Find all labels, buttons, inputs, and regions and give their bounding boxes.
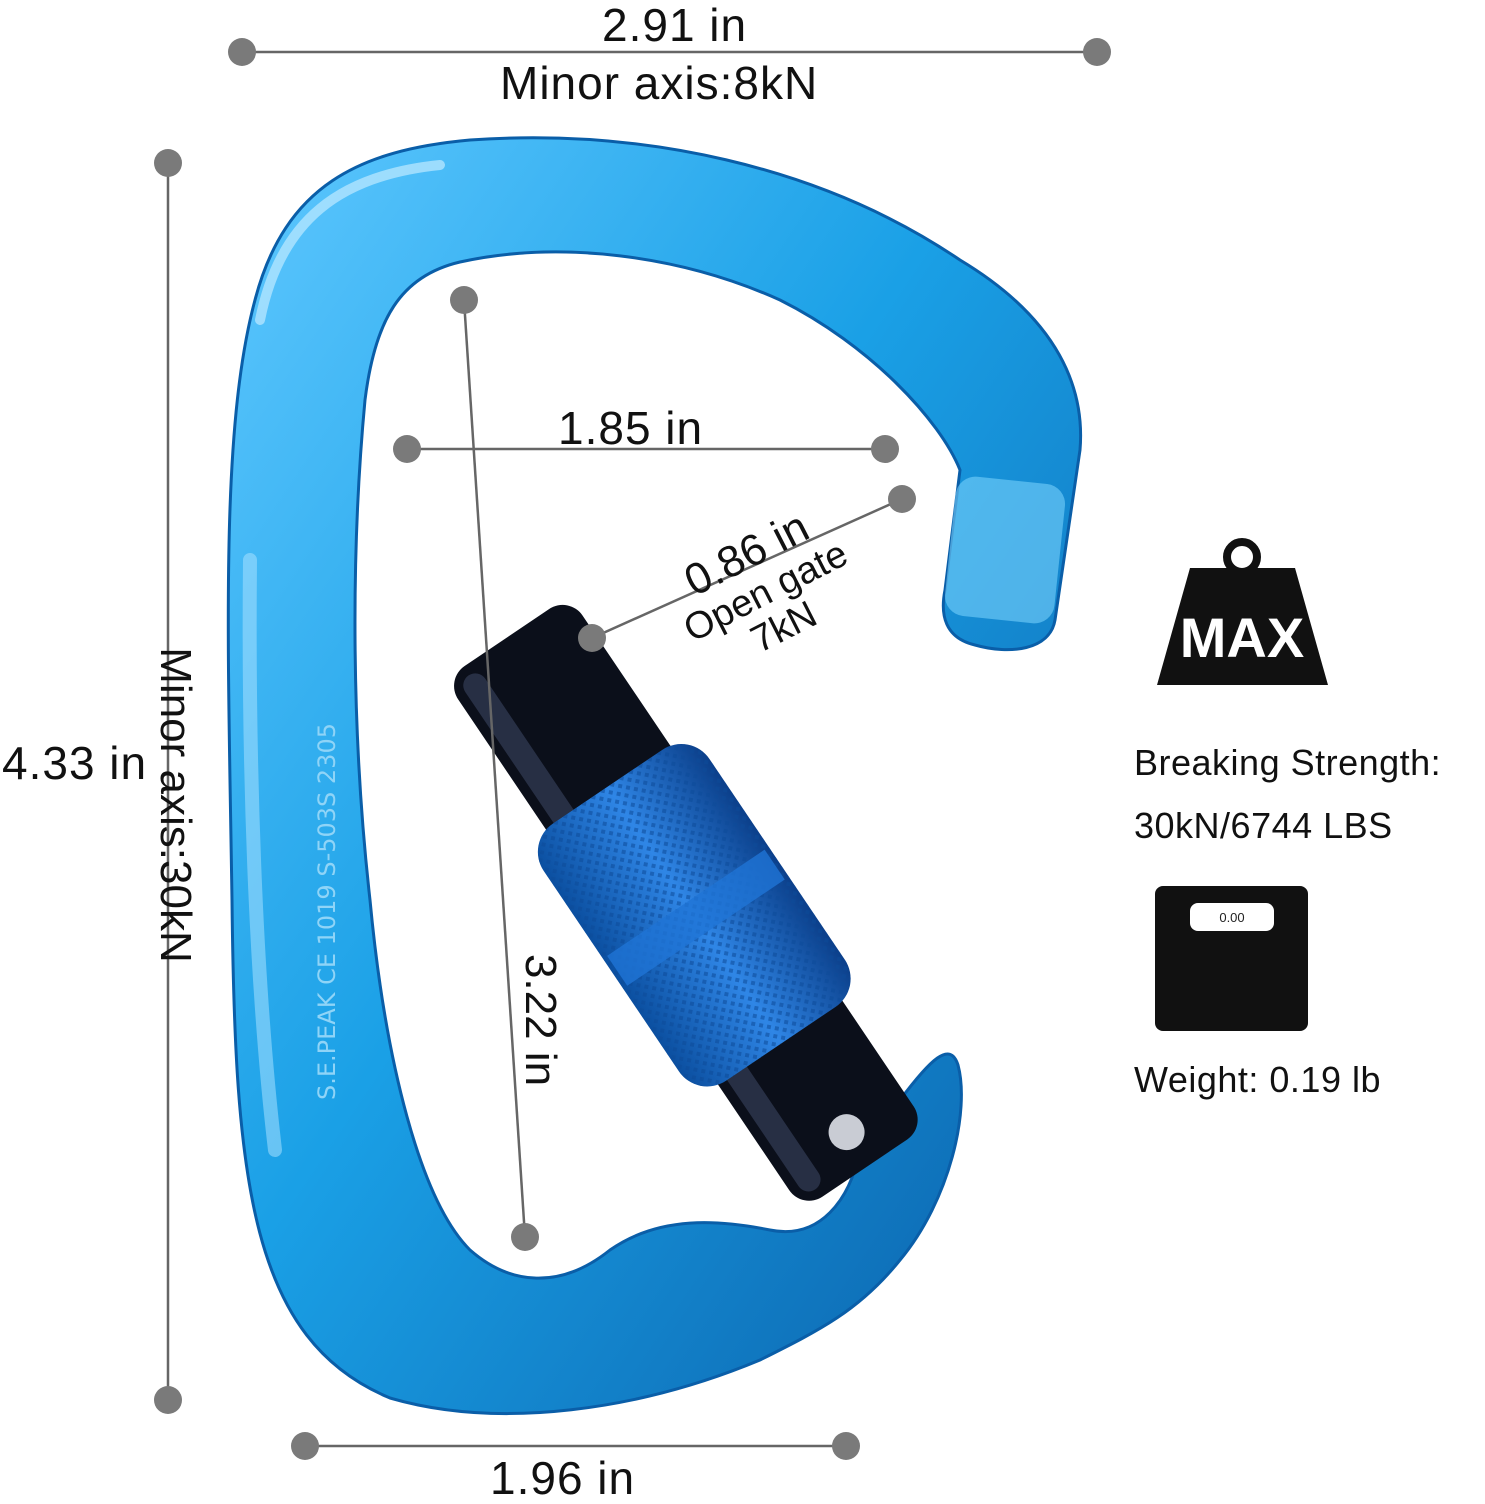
bottom-width-label: 1.96 in [490,1452,636,1504]
vertical-strength-label: Minor axis:30kN [151,647,200,963]
top-width-label: 2.91 in [602,0,748,51]
carabiner-body: S.E.PEAK CE 1019 S-503S 2305 [226,136,1083,1415]
breaking-strength-label: Breaking Strength: [1134,742,1442,783]
top-strength-label: Minor axis:8kN [500,57,819,109]
weight-label: Weight: 0.19 lb [1134,1059,1381,1100]
max-label: MAX [1180,606,1304,669]
screw-gate [454,604,918,1201]
scale-icon: 0.00 [1155,886,1308,1031]
inner-length-label: 3.22 in [516,953,565,1087]
dimension-lines [166,50,1097,1448]
height-label: 4.33 in [2,737,148,789]
dimension-markers [154,38,1111,1460]
scale-display: 0.00 [1219,910,1244,925]
engraving-text: S.E.PEAK CE 1019 S-503S 2305 [313,723,341,1100]
inner-width-label: 1.85 in [558,402,704,454]
max-weight-icon: MAX [1157,538,1328,685]
breaking-strength-value: 30kN/6744 LBS [1134,805,1393,846]
